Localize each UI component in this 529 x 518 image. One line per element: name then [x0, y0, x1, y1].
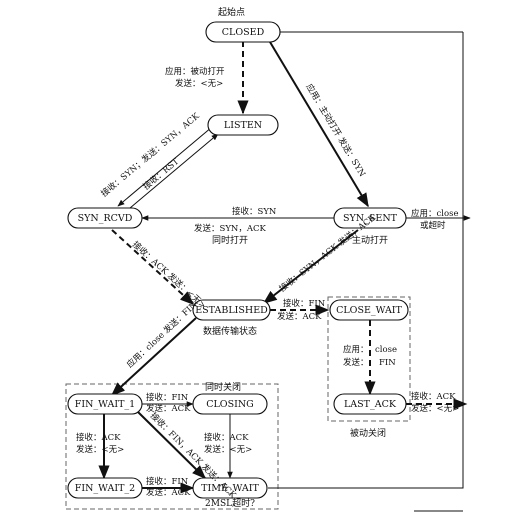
state-time-wait-label: TIME_WAIT [201, 483, 259, 494]
caption-passive-close: 被动关闭 [350, 427, 386, 439]
label-closing-timewait-2: 发送：<无> [204, 444, 252, 455]
label-fw1-fw2-2: 发送：<无> [76, 444, 124, 455]
caption-start-point: 起始点 [218, 6, 245, 18]
label-synsent-close-1: 应用：close [411, 208, 459, 219]
label-est-closewait-1: 接收：FIN [283, 298, 326, 309]
active-close-box [65, 383, 279, 510]
label-fw2-timewait-1: 接收：FIN [146, 476, 189, 487]
state-last-ack-label: LAST_ACK [344, 399, 397, 410]
state-fin-wait-1-label: FIN_WAIT_1 [75, 399, 135, 410]
state-established-label: ESTABLISHED [195, 305, 268, 316]
label-closing-timewait-1: 接收：ACK [204, 432, 249, 443]
state-syn-sent-label: SYN_SENT [343, 213, 398, 224]
caption-simultaneous-open: 同时打开 [212, 234, 248, 246]
label-closewait-lastack-3: 发送： [343, 357, 369, 368]
state-closing-label: CLOSING [206, 399, 254, 410]
caption-active-open: 主动打开 [352, 234, 388, 246]
state-fin-wait-2-label: FIN_WAIT_2 [75, 483, 135, 494]
edge-established-finwait1 [110, 317, 197, 396]
state-fin-wait-2: FIN_WAIT_2 [67, 477, 143, 499]
label-closewait-lastack-1: 应用： [343, 344, 369, 355]
state-closed-label: CLOSED [222, 27, 265, 38]
state-close-wait: CLOSE_WAIT [329, 299, 409, 321]
caption-simultaneous-close: 同时关闭 [205, 381, 241, 393]
state-syn-rcvd: SYN_RCVD [67, 207, 143, 229]
caption-2msl-timeout: 2MSL超时? [205, 497, 255, 509]
passive-close-box [327, 296, 411, 422]
state-syn-rcvd-label: SYN_RCVD [78, 213, 133, 224]
label-closed-listen-1: 应用：被动打开 [165, 66, 225, 77]
label-closewait-lastack-2: close [375, 345, 397, 355]
state-close-wait-label: CLOSE_WAIT [336, 305, 402, 316]
label-synrcvd-established: 接收：ACK 发送：<无> [130, 239, 208, 311]
label-fw2-timewait-2: 发送：ACK [146, 487, 191, 498]
edge-timewait-return [268, 32, 464, 489]
state-listen-label: LISTEN [224, 120, 262, 131]
edge-synrcvd-listen [129, 133, 219, 209]
edge-synsent-established [262, 229, 359, 304]
state-established: ESTABLISHED [192, 299, 271, 321]
label-fw1-closing-1: 接收：FIN [146, 392, 189, 403]
label-synsent-close-2: 或超时 [420, 220, 446, 231]
state-fin-wait-1: FIN_WAIT_1 [67, 393, 143, 415]
label-est-closewait-2: 发送：ACK [277, 311, 322, 322]
label-lastack-closed-1: 接收：ACK [411, 391, 456, 402]
label-synsent-synrcvd-1: 接收：SYN [232, 206, 277, 217]
state-listen: LISTEN [207, 114, 279, 136]
edge-finwait1-timewait [137, 411, 206, 479]
caption-data-transfer: 数据传输状态 [203, 325, 257, 337]
label-lastack-closed-2: 发送：<无> [411, 403, 459, 414]
edge-synrcvd-established [111, 229, 195, 305]
label-fw1-fw2-1: 接收：ACK [76, 432, 121, 443]
label-synsent-synrcvd-2: 发送：SYN，ACK [194, 223, 267, 234]
state-last-ack: LAST_ACK [333, 393, 407, 415]
label-closed-synsent: 应用：主动打开 发送：SYN [303, 82, 368, 180]
state-time-wait: TIME_WAIT [192, 477, 268, 499]
edge-closed-synsent [269, 41, 369, 208]
label-fw1-closing-2: 发送：ACK [146, 403, 191, 414]
label-closewait-lastack-4: FIN [379, 358, 396, 368]
label-est-finwait1: 应用：close 发送：FIN [125, 299, 200, 370]
state-closing: CLOSING [192, 393, 268, 415]
state-syn-sent: SYN_SENT [333, 207, 407, 229]
label-closed-listen-2: 发送：<无> [175, 78, 223, 89]
edge-listen-synrcvd [117, 126, 213, 207]
label-synsent-established: 接收：SYN，ACK 发送：ACK [277, 212, 378, 294]
state-closed: CLOSED [205, 21, 281, 43]
